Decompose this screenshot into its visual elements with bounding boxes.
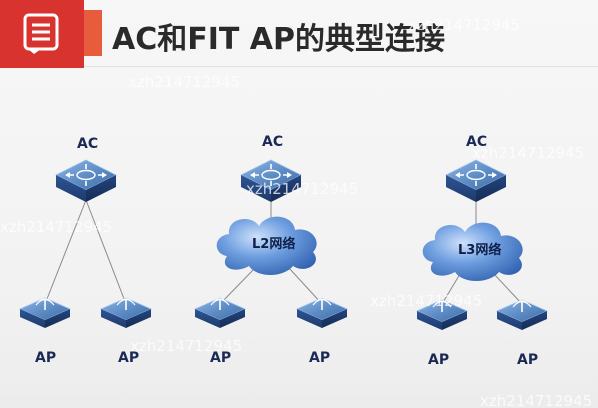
- link-cloud2-ap2: [288, 267, 323, 305]
- ac-label-3: AC: [466, 134, 487, 150]
- watermark: xzh214712945: [130, 337, 242, 355]
- link-ac1-ap2: [85, 199, 127, 305]
- document-list-icon: [23, 13, 59, 54]
- network-cloud-icon: [216, 216, 317, 275]
- watermark: xzh214712945: [472, 144, 584, 162]
- ac-controller-icon: [55, 159, 117, 202]
- watermark: xzh214712945: [0, 218, 112, 236]
- title-divider: [84, 66, 598, 67]
- ac-label-2: AC: [262, 134, 283, 150]
- wireless-ap-icon: [194, 297, 246, 328]
- title-icon-box: [0, 0, 84, 68]
- connection-lines: [44, 199, 523, 305]
- ac-label-1: AC: [77, 136, 98, 152]
- watermark: xzh214712945: [408, 16, 520, 34]
- link-cloud3-ap1: [441, 273, 461, 305]
- wireless-ap-icon: [100, 297, 152, 328]
- cloud-label-l2: L2网络: [252, 236, 295, 252]
- ap-label-1-right: AP: [118, 350, 139, 366]
- cloud-label-l3: L3网络: [458, 242, 501, 258]
- ap-label-1-left: AP: [35, 350, 56, 366]
- network-cloud-icon: [422, 222, 523, 281]
- page-title: AC和FIT AP的典型连接: [112, 22, 446, 57]
- wireless-ap-icon: [296, 297, 348, 328]
- title-accent-bar: [84, 10, 102, 56]
- ap-label-2-left: AP: [210, 350, 231, 366]
- ac-controller-icon: [445, 159, 507, 202]
- wireless-ap-icon: [496, 299, 548, 330]
- watermark: xzh214712945: [370, 292, 482, 310]
- link-cloud3-ap2: [493, 273, 523, 305]
- ap-label-3-left: AP: [428, 352, 449, 368]
- link-ac1-ap1: [44, 199, 87, 305]
- watermark: xzh214712945: [246, 180, 358, 198]
- wireless-ap-icon: [416, 299, 468, 330]
- ap-label-3-right: AP: [517, 352, 538, 368]
- watermark: xzh214712945: [480, 392, 592, 408]
- link-cloud2-ap1: [219, 267, 256, 305]
- ac-controller-icon: [240, 159, 302, 202]
- watermark: xzh214712945: [128, 73, 240, 91]
- wireless-ap-icon: [19, 297, 71, 328]
- watermark-layer: xzh214712945 xzh214712945 xzh214712945 x…: [0, 16, 592, 408]
- ap-label-2-right: AP: [309, 350, 330, 366]
